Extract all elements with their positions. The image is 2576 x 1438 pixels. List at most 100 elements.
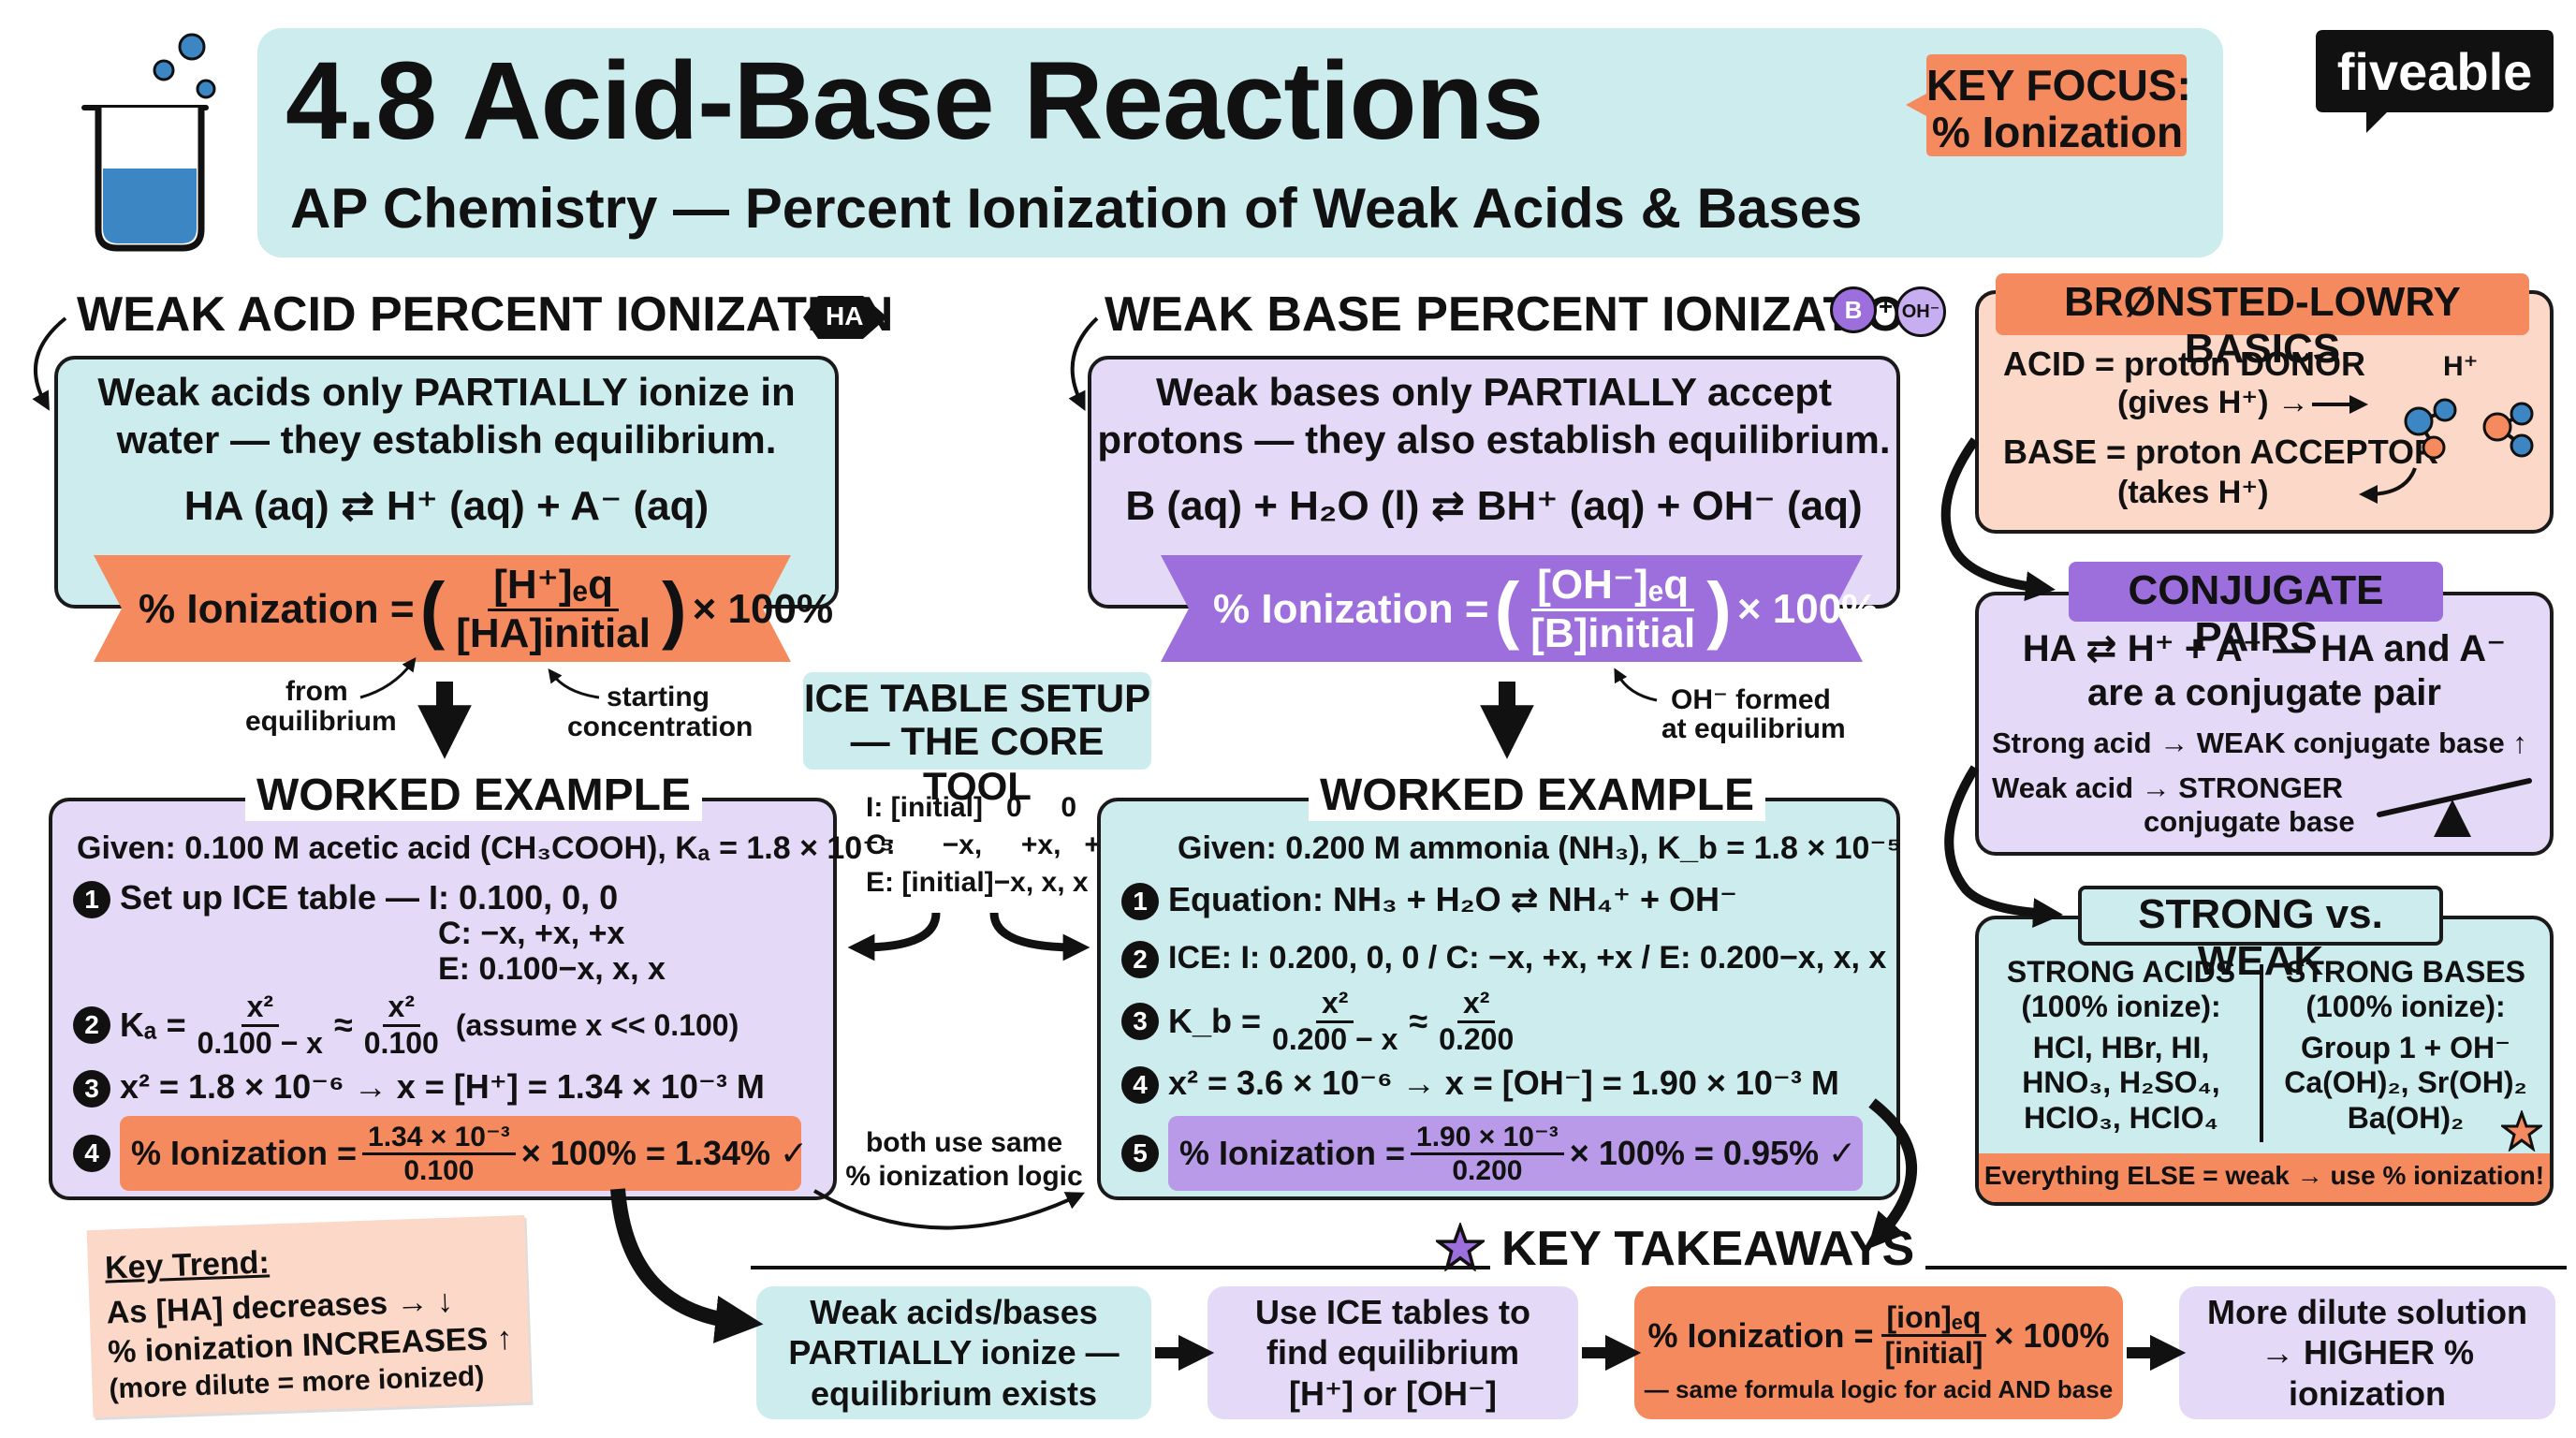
acid-ka-num1: x² xyxy=(241,990,280,1027)
base-step-4-text: x² = 3.6 × 10⁻⁶ → x = [OH⁻] = 1.90 × 10⁻… xyxy=(1168,1064,1839,1102)
base-note-1: OH⁻ formed xyxy=(1671,684,1831,715)
acid-formula-banner: % Ionization = ( [H⁺]ₑq[HA]initial ) × 1… xyxy=(94,548,833,669)
takeaway-3-sub: — same formula logic for acid AND base xyxy=(1644,1375,2114,1404)
strong-weak-footer: Everything ELSE = weak → use % ionizatio… xyxy=(1983,1161,2545,1190)
ice-title-card xyxy=(803,672,1151,770)
acid-formula-lhs: % Ionization = xyxy=(139,586,415,632)
base-step-3-number: 3 xyxy=(1121,1003,1159,1040)
b-oh-badge: B + OH⁻ xyxy=(1830,283,1946,376)
strong-bases-3: Ba(OH)₂ xyxy=(2347,1100,2465,1135)
strong-bases-2: Ca(OH)₂, Sr(OH)₂ xyxy=(2284,1065,2527,1100)
page-subtitle: AP Chemistry — Percent Ionization of Wea… xyxy=(290,177,1863,240)
badge-plus: + xyxy=(1879,292,1894,320)
bronsted-base-1: BASE = proton ACCEPTOR xyxy=(2003,433,2439,471)
strong-weak-heading: STRONG vs. WEAK xyxy=(2138,891,2383,984)
base-step-2-text: ICE: I: 0.200, 0, 0 / C: −x, +x, +x / E:… xyxy=(1168,940,1887,976)
acid-ka-note: (assume x << 0.100) xyxy=(455,1007,739,1042)
base-step-4-number: 4 xyxy=(1121,1066,1159,1105)
base-step-1-number: 1 xyxy=(1121,883,1159,921)
strong-acids-3: HClO₃, HClO₄ xyxy=(2024,1100,2218,1135)
base-kb-num1: x² xyxy=(1315,987,1354,1023)
acid-step-1-number: 1 xyxy=(73,881,110,919)
base-formula-rhs: × 100% xyxy=(1736,586,1879,632)
acid-ka-approx: ≈ xyxy=(333,1005,353,1044)
acid-step-1-c: C: −x, +x, +x xyxy=(438,916,625,951)
takeaways-star-icon xyxy=(1433,1221,1487,1272)
base-kb-num2: x² xyxy=(1456,987,1496,1023)
bronsted-heading-bg xyxy=(1996,273,2529,335)
acid-result-lhs: % Ionization = xyxy=(131,1134,358,1172)
takeaway-2-line-1: Use ICE tables to xyxy=(1254,1293,1531,1332)
takeaway-1-line-1: Weak acids/bases xyxy=(810,1293,1098,1332)
base-step-1-text: Equation: NH₃ + H₂O ⇄ NH₄⁺ + OH⁻ xyxy=(1168,880,1737,918)
ice-row-e: E: [initial]−x, x, x xyxy=(866,867,1089,898)
takeaway-3-rhs: × 100% xyxy=(1994,1315,2110,1355)
bronsted-acid-1: ACID = proton DONOR xyxy=(2003,345,2365,383)
ice-shared-1: both use same xyxy=(865,1127,1063,1158)
acid-note-from-1: from xyxy=(285,676,348,707)
acid-ka-den2: 0.100 xyxy=(363,1025,439,1060)
acid-ka-den1: 0.100 − x xyxy=(197,1025,323,1060)
takeaway-4-line-1: More dilute solution xyxy=(2207,1293,2527,1332)
base-kb-den1: 0.200 − x xyxy=(1272,1021,1398,1056)
conjugate-line-1: HA ⇄ H⁺ + A⁻ — HA and A⁻ xyxy=(2022,628,2507,669)
acid-formula-den: [HA]initial xyxy=(456,609,651,656)
acid-result-den: 0.100 xyxy=(403,1154,475,1186)
strong-bases-list: STRONG BASES (100% ionize): Group 1 + OH… xyxy=(2265,955,2546,1136)
base-formula-num: [OH⁻]ₑq xyxy=(1531,562,1695,611)
acid-step-1-e: E: 0.100−x, x, x xyxy=(438,951,666,987)
acid-result-num: 1.34 × 10⁻³ xyxy=(362,1122,516,1155)
ice-row-i: I: [initial] 0 0 xyxy=(866,792,1077,823)
base-formula-den: [B]initial xyxy=(1530,609,1696,656)
acid-example-given: Given: 0.100 M acetic acid (CH₃COOH), Kₐ… xyxy=(77,830,895,866)
takeaway-4-line-2: → HIGHER % ionization xyxy=(2260,1333,2475,1413)
hplus-label: H⁺ xyxy=(2443,351,2479,382)
base-result-den: 0.200 xyxy=(1452,1154,1523,1186)
acid-example-heading: WORKED EXAMPLE xyxy=(245,770,703,821)
bronsted-base-2: (takes H⁺) xyxy=(2117,475,2269,510)
key-focus-line1: KEY FOCUS: xyxy=(1926,61,2191,110)
ice-title-2: — THE CORE TOOL xyxy=(850,719,1105,808)
base-step-5-number: 5 xyxy=(1121,1135,1159,1172)
strong-acids-title-1: STRONG ACIDS xyxy=(2006,955,2236,989)
acid-step-1-text: Set up ICE table — I: 0.100, 0, 0 xyxy=(120,878,619,917)
takeaway-4: More dilute solution → HIGHER % ionizati… xyxy=(2179,1286,2555,1419)
takeaway-2-line-2: find equilibrium xyxy=(1266,1333,1519,1372)
acid-note-start-2: concentration xyxy=(567,712,754,742)
base-result-rhs: × 100% = 0.95% ✓ xyxy=(1569,1134,1857,1172)
acid-step-2-number: 2 xyxy=(73,1006,110,1044)
base-note-2: at equilibrium xyxy=(1661,713,1846,744)
bronsted-acid-2: (gives H⁺) → xyxy=(2117,385,2309,420)
acid-step-4-number: 4 xyxy=(73,1135,110,1172)
weak-base-equation: B (aq) + H₂O (l) ⇄ BH⁺ (aq) + OH⁻ (aq) xyxy=(1125,483,1863,529)
acid-note-from-2: equilibrium xyxy=(245,706,397,737)
ha-arrow-badge: HA xyxy=(798,290,891,345)
strong-weak-heading-bg xyxy=(2078,886,2443,946)
base-kb-approx: ≈ xyxy=(1409,1002,1428,1040)
acid-step-3-text: x² = 1.8 × 10⁻⁶ → x = [H⁺] = 1.34 × 10⁻³… xyxy=(120,1067,765,1106)
conjugate-line-3: Strong acid → WEAK conjugate base ↑ xyxy=(1992,726,2527,759)
key-focus-badge: KEY FOCUS: % Ionization xyxy=(1900,47,2191,164)
weak-base-desc-1: Weak bases only PARTIALLY accept xyxy=(1155,370,1833,414)
weak-acid-equation: HA (aq) ⇄ H⁺ (aq) + A⁻ (aq) xyxy=(183,483,710,529)
strong-acids-title-2: (100% ionize): xyxy=(2021,990,2221,1024)
base-example-heading: WORKED EXAMPLE xyxy=(1309,770,1766,821)
seesaw-icon xyxy=(2368,768,2537,843)
conjugate-line-2: are a conjugate pair xyxy=(2087,672,2441,713)
ha-badge-label: HA xyxy=(826,301,864,330)
weak-base-heading: WEAK BASE PERCENT IONIZATION xyxy=(1105,287,1939,342)
base-formula-lhs: % Ionization = xyxy=(1213,586,1489,632)
strong-weak-footer-bg xyxy=(1979,1153,2550,1202)
weak-acid-desc-2: water — they establish equilibrium. xyxy=(116,418,777,462)
weak-acid-desc-1: Weak acids only PARTIALLY ionize in xyxy=(97,370,796,414)
conjugate-line-4: Weak acid → STRONGER xyxy=(1992,771,2343,804)
acid-formula-num: [H⁺]ₑq xyxy=(488,562,619,611)
conjugate-heading: CONJUGATE PAIRS xyxy=(2128,567,2384,660)
takeaway-2-line-3: [H⁺] or [OH⁻] xyxy=(1289,1373,1497,1413)
acid-result-rhs: × 100% = 1.34% ✓ xyxy=(520,1134,809,1172)
